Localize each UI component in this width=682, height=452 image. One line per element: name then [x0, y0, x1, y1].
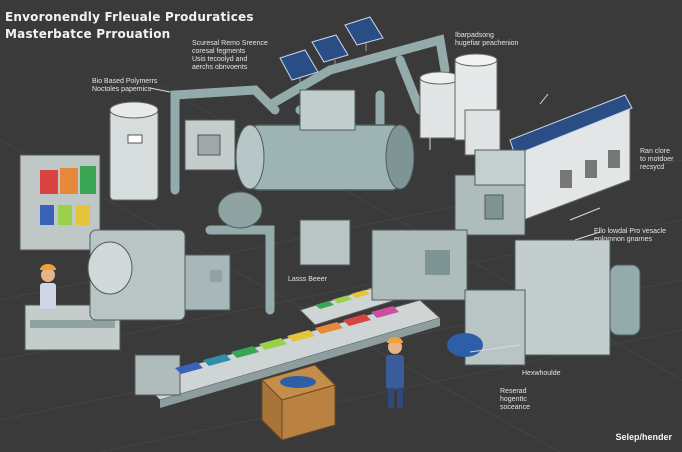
mixer-unit — [184, 119, 236, 171]
pellet-patch — [371, 306, 399, 318]
worker-icon — [40, 264, 56, 309]
packaging-machine — [447, 239, 641, 366]
worker-icon — [386, 337, 404, 408]
label-right-low: Ello lowdal Pro vesacle enlomnon gnarnes — [594, 228, 666, 243]
cardboard-box-icon — [261, 364, 336, 442]
brand-mark: Selep/hender — [615, 432, 672, 442]
page-subtitle: Masterbatce Prrouation — [5, 27, 171, 41]
tank-icon — [109, 101, 159, 201]
compounding-machine — [87, 229, 231, 321]
pellet-patch — [351, 290, 370, 298]
pelletizer-machine — [454, 149, 526, 236]
label-right-mid: Ran clore to motdoer recsycd — [640, 148, 674, 171]
label-center: Lasss Beeer — [288, 276, 327, 283]
pellet-patch — [333, 295, 352, 304]
label-bottom-center: Hexwhoulde — [522, 370, 561, 377]
factory-building — [509, 94, 633, 226]
sorting-machine — [299, 219, 468, 301]
label-bottom-right: Reserad hogenttc soceance — [500, 388, 530, 411]
pellet-patch — [259, 338, 287, 350]
label-top-right: Ibarpadsong hugefiar peachenion — [455, 32, 519, 47]
pellet-rows — [175, 306, 399, 374]
pellet-patch — [343, 314, 371, 326]
pellet-patch — [203, 354, 231, 366]
pellet-patch — [175, 362, 203, 374]
flow-arrows — [149, 87, 601, 353]
page-title: Envoronendly Frleuale Produratices — [5, 10, 254, 24]
extruder-drum — [217, 89, 415, 229]
pellet-patch — [231, 346, 259, 358]
colorant-cabinet — [19, 154, 101, 251]
solar-panel-icon — [279, 16, 384, 86]
pellet-patch — [315, 301, 334, 309]
pellet-patch — [287, 330, 315, 342]
label-sources: Scuresal Remo Sreence coresal fegments U… — [192, 40, 268, 71]
silo-group — [419, 53, 501, 156]
pellet-patch — [315, 322, 343, 334]
label-biobased: Bio Based Polymerrs Noctoles papemics — [92, 78, 158, 93]
